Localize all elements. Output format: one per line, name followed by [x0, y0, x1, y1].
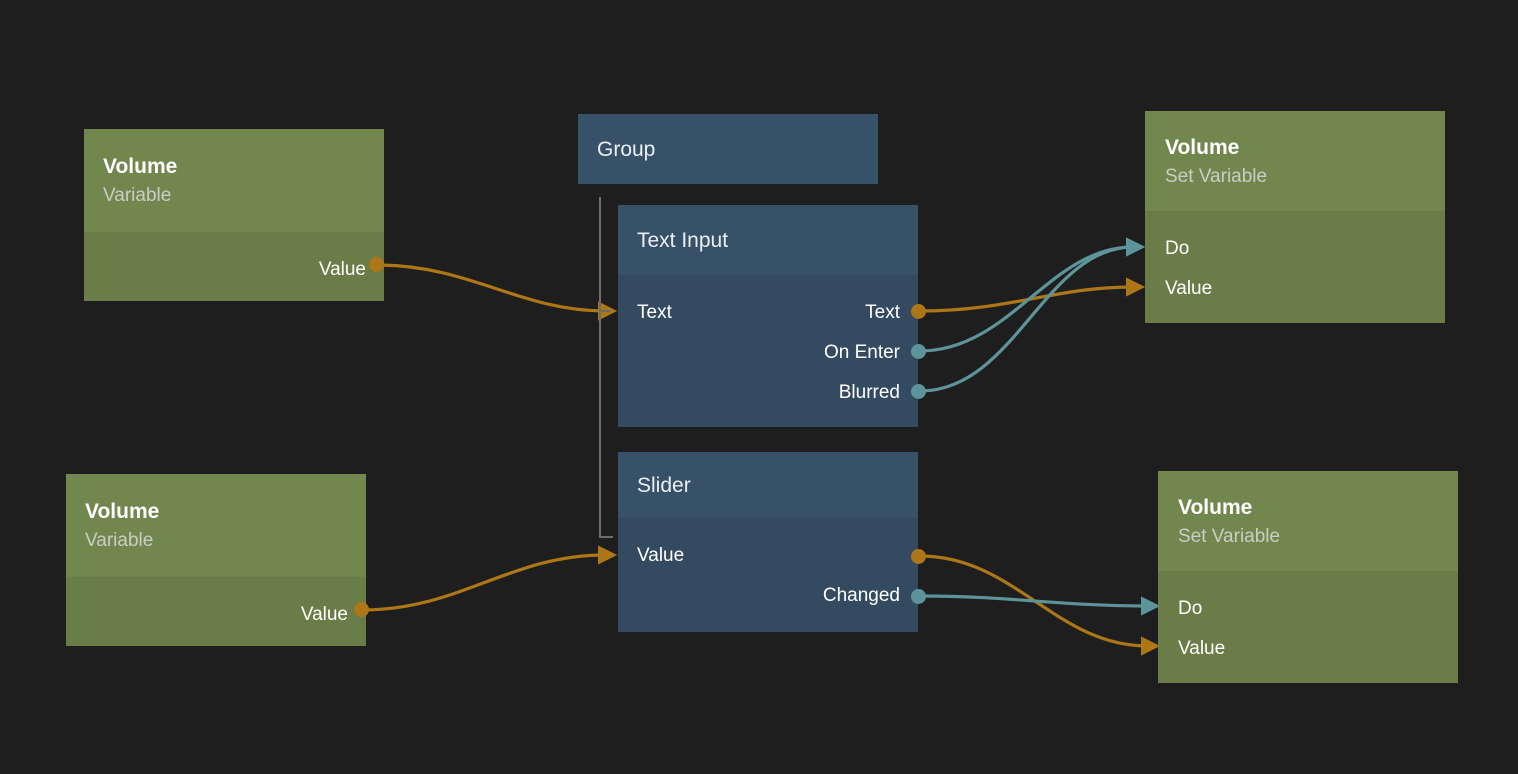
node-volume-set-variable-bottom[interactable]: Volume Set Variable Do Value — [1158, 471, 1458, 683]
node-title: Text Input — [637, 229, 729, 252]
node-text-input[interactable]: Text Input Text Text On Enter Blurred — [618, 205, 926, 427]
output-port-label-blurred: Blurred — [838, 382, 900, 403]
node-subtitle: Set Variable — [1178, 526, 1281, 547]
node-title: Volume — [103, 155, 178, 178]
node-body: Do Value — [1158, 571, 1458, 683]
node-title: Volume — [1178, 496, 1253, 519]
node-volume-set-variable-top[interactable]: Volume Set Variable Do Value — [1145, 111, 1445, 323]
node-subtitle: Set Variable — [1165, 166, 1268, 187]
wire-text-to-set-value — [919, 277, 1146, 313]
output-port-label-value: Value — [300, 604, 348, 625]
output-port-label-text: Text — [865, 302, 900, 323]
group-bracket-tick-bottom — [599, 536, 613, 538]
wire-volume-top-to-text-input — [376, 263, 618, 321]
node-group-box: Group — [578, 114, 878, 184]
node-title: Slider — [637, 474, 691, 497]
output-port-blurred-dot[interactable] — [911, 384, 926, 399]
node-title: Group — [597, 138, 656, 161]
output-port-text-dot[interactable] — [911, 304, 926, 319]
node-body: Value — [66, 577, 366, 646]
node-body: Text Text On Enter Blurred — [618, 275, 918, 427]
node-volume-variable-bottom-box: Volume Variable Value — [66, 474, 366, 646]
input-port-label-value: Value — [1178, 638, 1226, 659]
input-port-label-value: Value — [1165, 278, 1213, 299]
wire-changed-to-set-do — [919, 594, 1161, 616]
node-group[interactable]: Group — [578, 114, 878, 184]
group-bracket-tick-top — [599, 310, 610, 312]
node-volume-set-variable-top-box: Volume Set Variable Do Value — [1145, 111, 1445, 323]
wire-slider-value-to-set-value — [919, 554, 1161, 656]
node-slider-box: Slider Value Changed — [618, 452, 918, 632]
input-port-label-do: Do — [1165, 238, 1190, 259]
node-title: Volume — [85, 500, 160, 523]
output-port-on-enter-dot[interactable] — [911, 344, 926, 359]
output-port-value-dot[interactable] — [354, 602, 369, 617]
node-header: Volume Variable — [84, 129, 384, 232]
node-header: Text Input — [618, 205, 918, 275]
input-port-label-value: Value — [637, 545, 685, 566]
output-port-changed-dot[interactable] — [911, 589, 926, 604]
output-port-label-on-enter: On Enter — [823, 342, 900, 363]
node-body: Value — [84, 232, 384, 301]
node-header: Group — [578, 114, 878, 184]
node-header: Volume Set Variable — [1158, 471, 1458, 571]
node-volume-variable-top-box: Volume Variable Value — [84, 129, 384, 301]
node-header: Volume Variable — [66, 474, 366, 577]
input-port-label-do: Do — [1178, 598, 1203, 619]
node-body: Value Changed — [618, 518, 918, 632]
wire-volume-bottom-to-slider — [361, 545, 618, 612]
node-subtitle: Variable — [85, 530, 154, 551]
wire-onenter-to-set-do — [919, 237, 1146, 353]
node-header: Slider — [618, 452, 918, 518]
group-bracket-vertical-line — [599, 197, 601, 538]
node-volume-set-variable-bottom-box: Volume Set Variable Do Value — [1158, 471, 1458, 683]
output-port-value-dot[interactable] — [369, 257, 384, 272]
output-port-label-changed: Changed — [822, 585, 900, 606]
node-header: Volume Set Variable — [1145, 111, 1445, 211]
output-port-value-dot[interactable] — [911, 549, 926, 564]
wire-blurred-to-set-do — [919, 237, 1146, 393]
node-text-input-box: Text Input Text Text On Enter Blurred — [618, 205, 918, 427]
node-volume-variable-bottom[interactable]: Volume Variable Value — [66, 474, 369, 646]
node-body: Do Value — [1145, 211, 1445, 323]
node-slider[interactable]: Slider Value Changed — [618, 452, 926, 632]
input-port-label-text: Text — [637, 302, 672, 323]
node-subtitle: Variable — [103, 185, 172, 206]
output-port-label-value: Value — [318, 259, 366, 280]
node-volume-variable-top[interactable]: Volume Variable Value — [84, 129, 384, 301]
node-title: Volume — [1165, 136, 1240, 159]
